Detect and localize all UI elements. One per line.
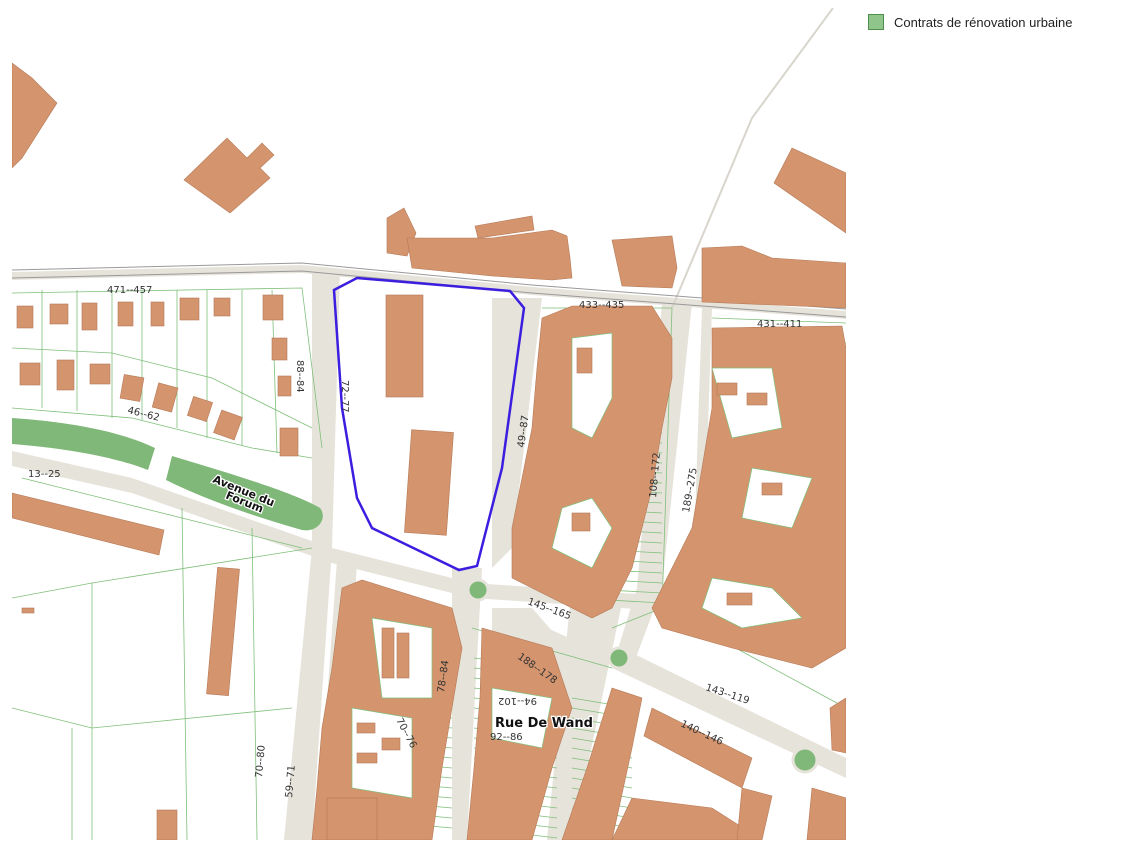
- house-number-label: 94--102: [498, 695, 537, 706]
- street-label-rue-de-wand: Rue De Wand: [495, 716, 593, 731]
- house-number-label: 433--435: [579, 300, 624, 311]
- house-number-label: 431--411: [757, 319, 802, 330]
- house-number-label: 88--84: [294, 360, 305, 393]
- house-number-label: 13--25: [28, 469, 61, 480]
- legend-label: Contrats de rénovation urbaine: [894, 14, 1073, 30]
- house-number-label: 70--80: [254, 745, 268, 779]
- house-number-label: 471--457: [107, 285, 152, 296]
- green-square-swatch-icon: [868, 14, 884, 30]
- map-legend: Contrats de rénovation urbaine: [868, 14, 1073, 30]
- map-canvas[interactable]: Avenue du Forum Rue De Wand 471--457 433…: [12, 8, 846, 840]
- parks: [12, 418, 819, 774]
- house-number-label: 49--87: [516, 415, 531, 449]
- renovation-contract-area[interactable]: [332, 276, 526, 572]
- house-number-label: 108--172: [648, 452, 663, 498]
- house-number-label: 72--77: [339, 380, 350, 413]
- house-number-label: 78--84: [436, 660, 451, 694]
- house-number-label: 59--71: [284, 765, 298, 799]
- house-number-label: 92--86: [490, 732, 523, 743]
- minor-buildings: [356, 347, 783, 764]
